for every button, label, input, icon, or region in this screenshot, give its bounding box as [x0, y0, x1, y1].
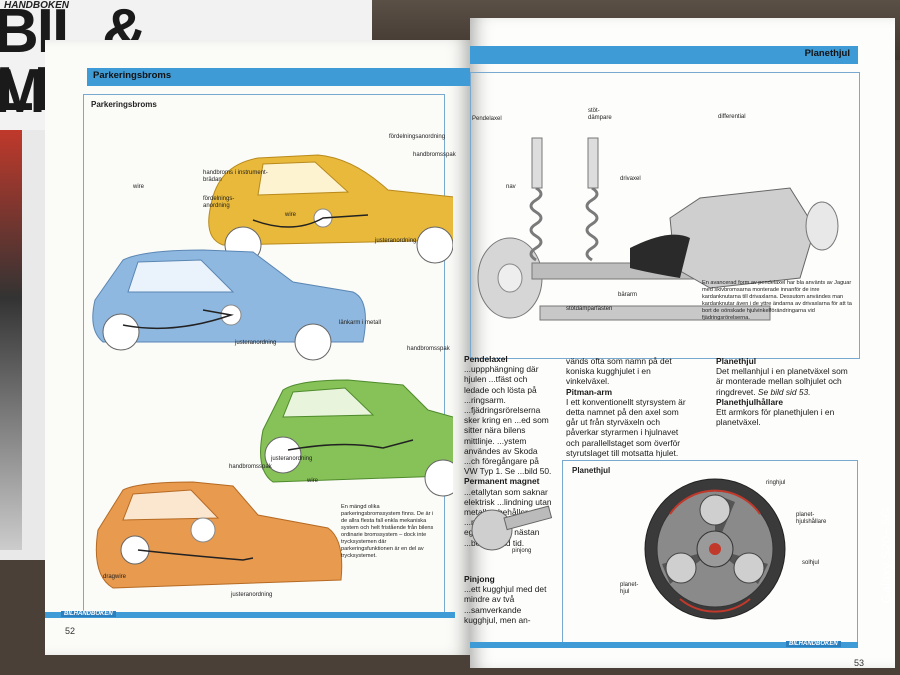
label-wire-green: wire [307, 478, 319, 484]
label-planethjul: planet- hjul [620, 582, 639, 595]
label-wire-yellow: wire [285, 212, 297, 218]
left-caption: En mängd olika parkeringsbromssystem fin… [341, 504, 434, 559]
label-wire-left: wire [133, 184, 145, 190]
term-pendelaxel: Pendelaxel [464, 354, 508, 364]
car-orange [95, 481, 343, 589]
right-footer-bar [470, 642, 858, 648]
def-pinjong-cont: vänds ofta som namn på det koniska kuggh… [566, 356, 672, 387]
right-page-number: 53 [854, 658, 865, 668]
left-footer-logo: BILHANDBOKEN [61, 611, 116, 617]
right-header-title: Planethjul [804, 48, 850, 59]
glossary-col3: Planethjul Det mellanhjul i en planetväx… [716, 356, 856, 427]
term-pitman-arm: Pitman-arm [566, 386, 613, 397]
ref-planethjul: Se bild sid 53. [757, 386, 811, 397]
illustration-caption: En avancerad form av pendelaxel har bla … [702, 280, 852, 321]
label-justeranordning-3: justeranordning [271, 456, 313, 462]
label-stotdampare: stöt- dämpare [588, 108, 612, 121]
planetary-gear-diagram [644, 478, 786, 620]
label-justeranordning-1: justeranordning [375, 238, 417, 244]
left-header-title: Parkeringsbroms [93, 70, 172, 81]
label-planethjulshallare: planet- hjulshållare [796, 512, 827, 525]
right-header-band: Planethjul [470, 46, 858, 64]
term-permanent-magnet: Permanent magnet [464, 476, 540, 487]
def-planethjul: Det mellanhjul i en planetväxel som är m… [716, 366, 848, 397]
label-handbromsspak-orange: handbromsspak [229, 464, 272, 470]
label-nav: nav [506, 184, 516, 190]
label-justeranordning-4: justeranordning [231, 592, 273, 598]
def-pendelaxel: ...uppphängning där hjulen ...tfäst och … [464, 364, 552, 477]
car-yellow [208, 154, 453, 264]
label-differential: differential [718, 114, 746, 120]
label-pinjong: pinjong [512, 548, 532, 554]
term-planethjul: Planethjul [716, 356, 757, 366]
pendelaxel-illustration [477, 137, 839, 321]
term-pinjong: Pinjong [464, 574, 495, 584]
label-fordelningsanordning: fördelningsanordning [389, 134, 446, 140]
left-header-band: Parkeringsbroms [87, 68, 470, 86]
car-blue [92, 249, 366, 361]
pinjong-gear-illustration [471, 505, 553, 551]
book-cover-strip [0, 130, 22, 550]
gear-box-title: Planethjul [572, 466, 611, 475]
def-planethjulhallare: Ett armkors för planethjulen i en planet… [716, 407, 835, 428]
term-planethjulhallare: Planethjulhållare [716, 396, 784, 407]
right-illustration-frame [470, 72, 860, 359]
label-bararm: bärarm [618, 292, 638, 298]
label-handbromsspak-green: handbromsspak [407, 346, 450, 352]
def-pitman-arm: I ett konventionellt styrsystem är detta… [566, 396, 686, 458]
right-page: Planethjul Pendelaxel stöt- dämpare diff… [464, 18, 895, 668]
car-illustrations [92, 154, 453, 589]
label-handbroms-instrument: handbroms i instrument- brädan [203, 170, 268, 183]
masthead-brand: HANDBOKEN [4, 0, 69, 11]
label-justeranordning-2: justeranordning [235, 340, 277, 346]
glossary-col2: vänds ofta som namn på det koniska kuggh… [566, 356, 690, 458]
left-page-number: 52 [65, 626, 76, 636]
label-handbromsspak-top: handbromsspak [413, 152, 456, 158]
glossary-col1-bottom: Pinjong ...ett kugghjul med det mindre a… [464, 574, 554, 625]
left-subheading: Parkeringsbroms [91, 100, 157, 109]
label-corner: Pendelaxel [472, 116, 502, 122]
camera-watermark: Galaxy S20+ 5G [878, 507, 894, 604]
label-lankarm: länkarm i metall [339, 320, 382, 326]
car-green [260, 379, 453, 497]
label-ringhjul: ringhjul [766, 480, 786, 486]
left-footer-bar [45, 612, 455, 618]
label-solhjul: solhjul [802, 560, 820, 566]
right-footer-logo: BILHANDBOKEN [786, 641, 841, 647]
label-stotdamparfasten: stötdämparfästen [566, 306, 613, 312]
def-pinjong: ...ett kugghjul med det mindre av två ..… [464, 584, 547, 625]
label-drivaxel: drivaxel [620, 176, 641, 182]
left-page: Parkeringsbroms Parkeringsbroms [45, 40, 470, 655]
label-fordelnings-anordning: fördelnings- anordning [203, 196, 235, 209]
label-dragwire: dragwire [103, 574, 127, 580]
